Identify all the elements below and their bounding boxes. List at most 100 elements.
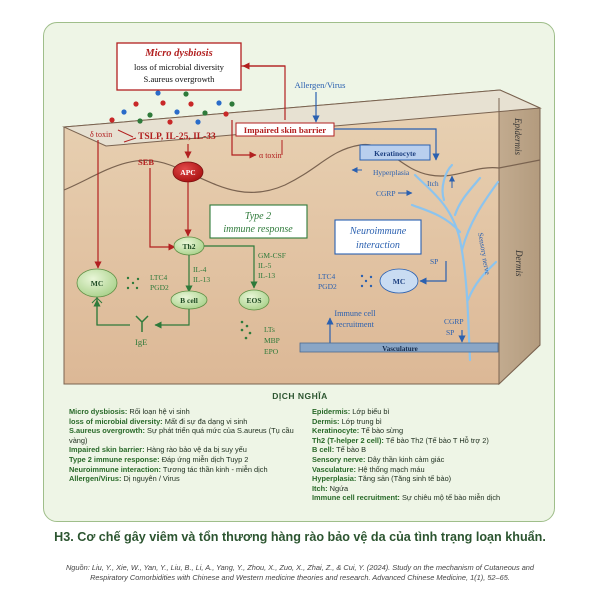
figure-caption: H3. Cơ chế gây viêm và tổn thương hàng r…: [54, 530, 546, 544]
cytokine-tick-left: [117, 129, 134, 138]
ige-antibody-icon: [135, 315, 149, 332]
vasculature-label: Vasculature: [382, 345, 417, 353]
glossary-meaning: Lớp trung bì: [339, 416, 382, 426]
glossary-meaning: Tương tác thần kinh - miễn dịch: [160, 464, 268, 474]
glossary-meaning: Hàng rào bảo vệ da bị suy yếu: [144, 445, 247, 455]
il5-label: IL-5: [258, 261, 272, 270]
il13-b-label: IL-13: [193, 275, 210, 284]
immune-recruit-line2: recruitment: [336, 320, 374, 329]
mc-left-label: MC: [91, 279, 104, 288]
alpha-toxin-label: α toxin: [259, 151, 282, 160]
glossary-row: B cell: Tế bào B: [312, 445, 550, 455]
pgd2-right-label: PGD2: [318, 282, 337, 291]
sp-to-mc-arrow: [419, 261, 447, 285]
il4-label: IL-4: [193, 265, 207, 274]
glossary-term: Hyperplasia:: [312, 474, 357, 484]
glossary-left: Micro dysbiosis: Rối loạn hệ vi sinh los…: [69, 407, 297, 484]
ltc4-right-label: LTC4: [318, 272, 335, 281]
cgrp-top-label: CGRP: [376, 189, 396, 198]
glossary-term: Epidermis:: [312, 407, 351, 416]
cytokines-label: TSLP, IL-25, IL-33: [138, 132, 216, 142]
glossary-term: Type 2 immune response:: [69, 454, 160, 464]
epidermis-boundary: [63, 143, 541, 194]
keratinocyte-label: Keratinocyte: [374, 149, 416, 158]
type2-box: [209, 204, 308, 239]
keratinocyte-box: [359, 144, 431, 161]
glossary-term: Keratinocyte:: [312, 426, 360, 436]
cgrp-bottom-label: CGRP: [444, 317, 464, 326]
glossary-meaning: Tế bào Th2 (Tế bào T Hỗ trợ 2): [383, 435, 489, 445]
allergen-virus-label: Allergen/Virus: [295, 80, 347, 90]
epo-label: EPO: [264, 347, 279, 356]
type2-line2: immune response: [223, 224, 293, 235]
glossary-row: Type 2 immune response: Đáp ứng miễn dịc…: [69, 455, 297, 465]
glossary-row: Immune cell recruitment: Sự chiêu mộ tế …: [312, 493, 550, 503]
glossary-meaning: Ngứa: [327, 483, 349, 493]
glossary-row: Sensory nerve: Dây thần kinh cảm giác: [312, 455, 550, 465]
glossary-term: B cell:: [312, 445, 335, 455]
mc-right-cell: [379, 268, 419, 294]
mc-left-granules: [126, 276, 140, 290]
micro-dysbiosis-title: Micro dysbiosis: [144, 48, 212, 59]
glossary-term: Allergen/Virus:: [69, 474, 122, 484]
glossary-term: Neuroimmune interaction:: [69, 464, 161, 474]
glossary-row: Hyperplasia: Tăng sản (Tăng sinh tế bào): [312, 474, 550, 484]
glossary-meaning: Tăng sản (Tăng sinh tế bào): [356, 474, 452, 484]
glossary-term: Immune cell recruitment:: [312, 493, 400, 503]
itch-label: Itch: [427, 179, 439, 188]
glossary-row: Keratinocyte: Tế bào sừng: [312, 426, 550, 436]
glossary-meaning: Đáp ứng miễn dịch Tuyp 2: [159, 454, 249, 464]
glossary-term: Vasculature:: [312, 464, 356, 474]
glossary-meaning: Rối loạn hệ vi sinh: [127, 407, 190, 416]
type2-line1: Type 2: [245, 211, 271, 222]
immune-recruit-line1: Immune cell: [334, 309, 376, 318]
b-cell-label: B cell: [180, 296, 198, 305]
il13-eos-label: IL-13: [258, 271, 275, 280]
glossary-meaning: Sự phát triển quá mức của S.aureus (Tụ c…: [69, 426, 294, 445]
glossary-row: Micro dysbiosis: Rối loạn hệ vi sinh: [69, 407, 297, 417]
glossary-row: Epidermis: Lớp biểu bì: [312, 407, 550, 417]
hyperplasia-label: Hyperplasia: [373, 168, 410, 177]
glossary-term: loss of microbial diversity:: [69, 416, 163, 426]
mbp-label: MBP: [264, 336, 280, 345]
glossary-row: Vasculature: Hệ thống mạch máu: [312, 465, 550, 475]
glossary-row: Itch: Ngứa: [312, 484, 550, 494]
glossary-row: loss of microbial diversity: Mất đi sự đ…: [69, 417, 297, 427]
micro-dysbiosis-line2: S.aureus overgrowth: [144, 74, 216, 84]
seb-label: SEB: [138, 157, 154, 167]
skin-surface: [62, 89, 542, 147]
eos-cell: [238, 289, 270, 311]
mc-receptor-icon: [91, 297, 103, 304]
sp-top-label: SP: [430, 257, 438, 266]
neuroimmune-line1: Neuroimmune: [349, 226, 407, 237]
glossary-row: Allergen/Virus: Dị nguyên / Virus: [69, 474, 297, 484]
glossary-term: Sensory nerve:: [312, 454, 366, 464]
glossary-term: Impaired skin barrier:: [69, 445, 145, 455]
glossary-meaning: Hệ thống mạch máu: [355, 464, 425, 474]
glossary-meaning: Dị nguyên / Virus: [121, 474, 180, 484]
cytokine-tick-right: [123, 137, 137, 143]
eos-label: EOS: [246, 296, 261, 305]
epidermis-label: Epidermis: [513, 117, 523, 155]
delta-toxin-label: δ toxin: [90, 130, 112, 139]
glossary-row: Impaired skin barrier: Hàng rào bảo vệ d…: [69, 445, 297, 455]
gmcsf-label: GM-CSF: [258, 251, 286, 260]
mc-right-granules: [360, 274, 373, 288]
sp-bottom-label: SP: [446, 328, 454, 337]
neuroimmune-box: [334, 219, 422, 255]
glossary-right: Epidermis: Lớp biểu bì Dermis: Lớp trung…: [312, 407, 550, 503]
alpha-toxin-arrow: [231, 120, 257, 159]
dermis-label: Dermis: [514, 249, 524, 277]
glossary-row: Neuroimmune interaction: Tương tác thần …: [69, 465, 297, 475]
glossary-term: Itch:: [312, 483, 328, 493]
glossary-meaning: Mất đi sự đa dạng vi sinh: [162, 416, 248, 426]
apc-label: APC: [180, 168, 195, 177]
glossary-meaning: Tế bào sừng: [359, 426, 404, 436]
impaired-barrier-label: Impaired skin barrier: [244, 125, 327, 135]
neuroimmune-line2: interaction: [356, 240, 400, 251]
glossary-meaning: Lớp biểu bì: [350, 407, 390, 416]
glossary-row: Th2 (T-helper 2 cell): Tế bào Th2 (Tế bà…: [312, 436, 550, 446]
lts-label: LTs: [264, 325, 275, 334]
glossary-row: Dermis: Lớp trung bì: [312, 417, 550, 427]
